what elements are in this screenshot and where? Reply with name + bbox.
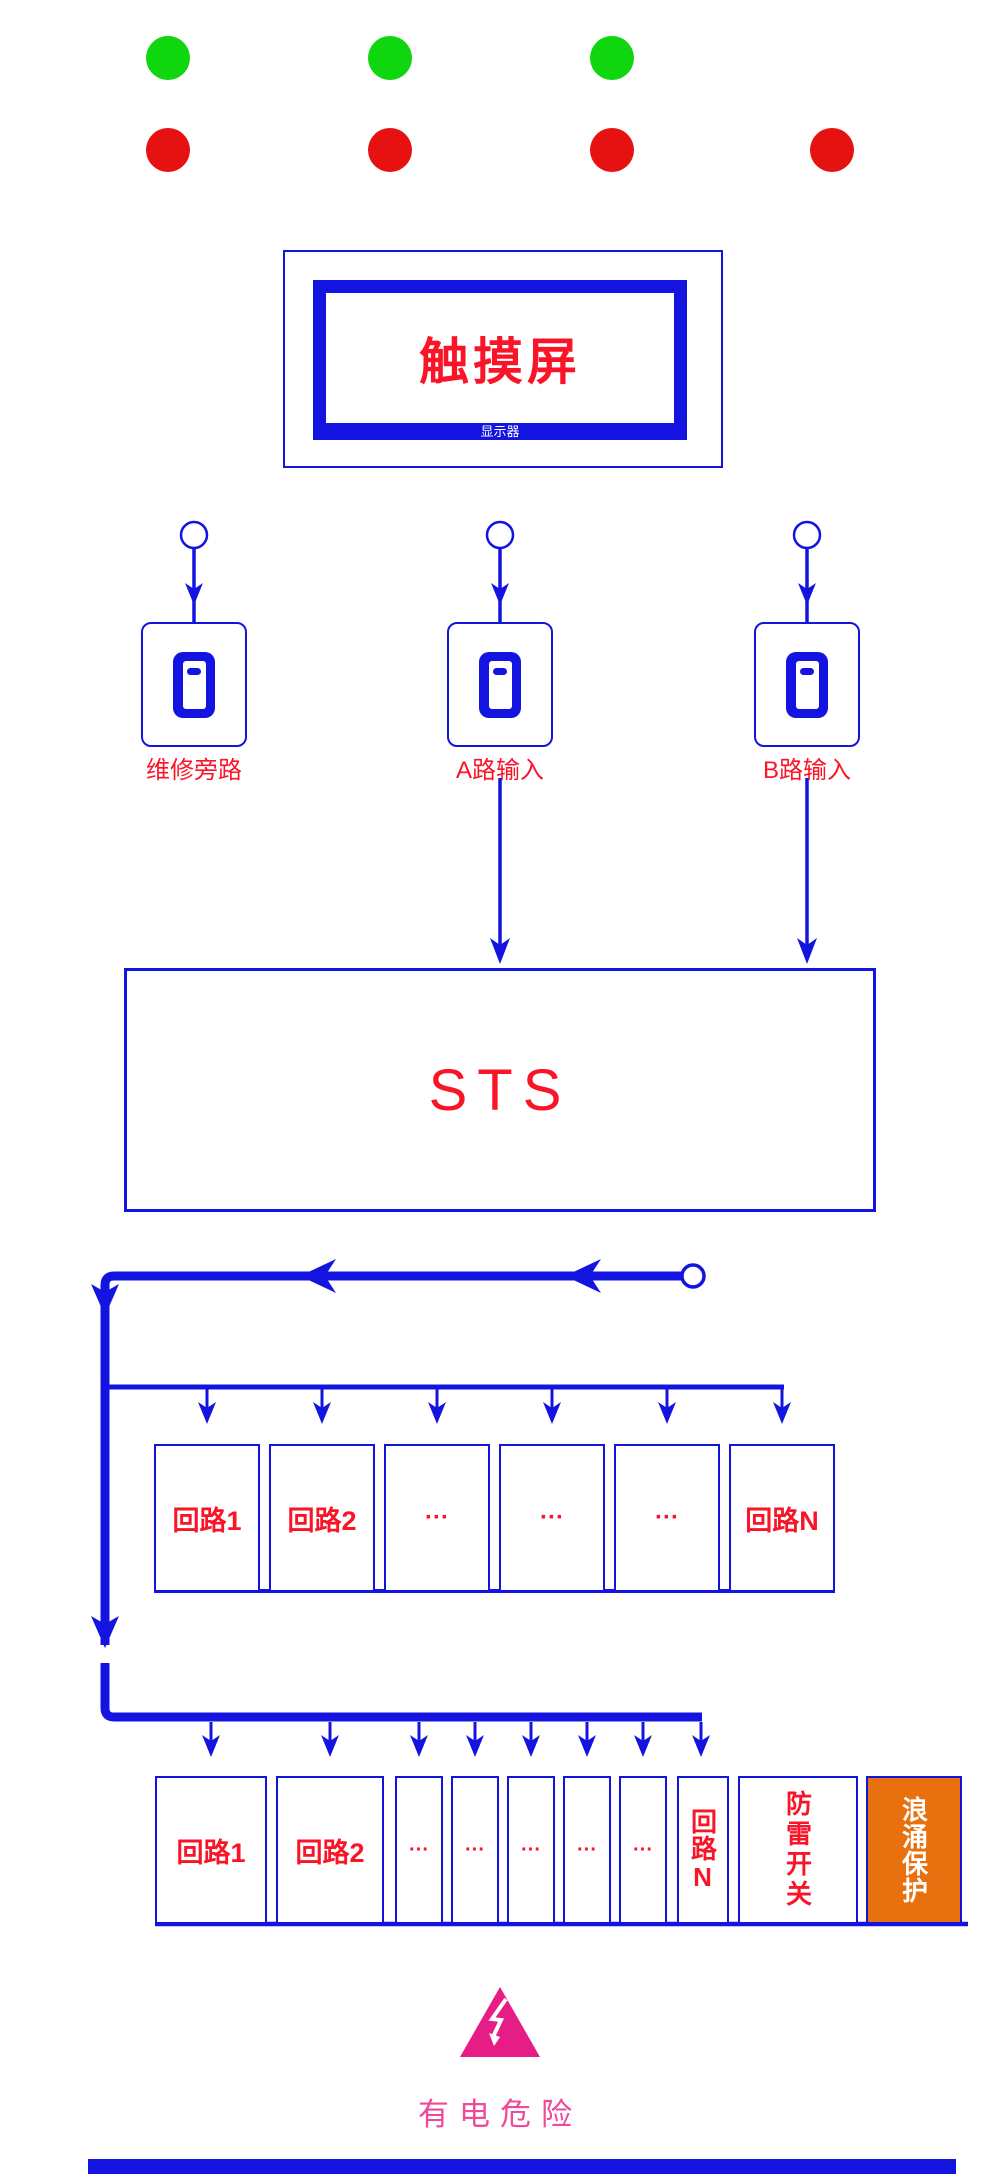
touchscreen-screen: 触摸屏 [326, 293, 674, 423]
circuit-label: 回路2 [295, 1837, 365, 1868]
circuit-label: ··· [521, 1838, 541, 1861]
sts-label: STS [428, 1057, 572, 1123]
row2-circuit-1: 回路1 [155, 1776, 267, 1924]
indicator-light-red-1 [146, 128, 190, 172]
breaker-slot [796, 660, 819, 709]
row1-drop-arrows [198, 1402, 791, 1424]
indicator-light-green-2 [368, 36, 412, 80]
breaker-toggle-icon [493, 667, 507, 675]
row2-circuit-dots: ··· [395, 1776, 443, 1924]
indicator-light-red-2 [368, 128, 412, 172]
label-input-b: B路输入 [762, 757, 851, 784]
circuit-label: 回路N [687, 1807, 718, 1893]
row1-circuit-2: 回路2 [269, 1444, 375, 1592]
breaker-icon [786, 651, 828, 718]
lightning-switch-label: 防雷开关 [782, 1790, 813, 1910]
source-node-icon [485, 520, 515, 550]
row2-drops [209, 1722, 703, 1743]
row1-circuit-1: 回路1 [154, 1444, 260, 1592]
circuit-label: ··· [409, 1838, 429, 1861]
row2-circuit-dots: ··· [563, 1776, 611, 1924]
circuit-label: ··· [425, 1504, 449, 1531]
indicator-light-green-1 [146, 36, 190, 80]
bottom-busbar [88, 2159, 956, 2174]
row2-drop-arrows [202, 1735, 710, 1757]
circuit-label: ··· [540, 1504, 564, 1531]
row1-drops [205, 1389, 784, 1410]
source-node-icon [179, 520, 209, 550]
breaker-toggle-icon [800, 667, 814, 675]
circuit-label: ··· [655, 1504, 679, 1531]
label-input-a: A路输入 [455, 757, 544, 784]
indicator-light-red-4 [810, 128, 854, 172]
breaker-input-b [754, 622, 860, 747]
row1-circuit-dots: ··· [499, 1444, 605, 1592]
breaker-icon [479, 651, 521, 718]
indicator-light-green-3 [590, 36, 634, 80]
circuit-label: 回路1 [176, 1837, 246, 1868]
circuit-label: ··· [465, 1838, 485, 1861]
row2-circuit-n: 回路N [677, 1776, 729, 1924]
circuit-label: ··· [633, 1838, 653, 1861]
lightning-bolt-icon [488, 1997, 508, 2046]
row2-circuit-dots: ··· [451, 1776, 499, 1924]
surge-protector: 浪涌保护 [866, 1776, 962, 1924]
circuit-label: 回路N [745, 1505, 819, 1536]
row1-circuit-dots: ··· [614, 1444, 720, 1592]
feed-node-icon [680, 1263, 706, 1289]
circuit-label: 回路2 [287, 1505, 357, 1536]
breaker-toggle-icon [187, 667, 201, 675]
hazard-warning-text: 有电危险 [418, 2097, 582, 2132]
row2-circuit-dots: ··· [507, 1776, 555, 1924]
source-node-icon [792, 520, 822, 550]
breaker-maintenance-bypass [141, 622, 247, 747]
row2-circuit-2: 回路2 [276, 1776, 384, 1924]
row1-circuit-n: 回路N [729, 1444, 835, 1592]
surge-protector-label: 浪涌保护 [898, 1796, 929, 1904]
lightning-protection-switch: 防雷开关 [738, 1776, 858, 1924]
breaker-input-a [447, 622, 553, 747]
breaker-icon [173, 651, 215, 718]
touchscreen-monitor: 触摸屏 显示器 [313, 280, 687, 440]
touchscreen-cabinet [283, 250, 723, 468]
row1-circuit-dots: ··· [384, 1444, 490, 1592]
touchscreen-title: 触摸屏 [419, 334, 581, 390]
breaker-slot [183, 660, 206, 709]
breaker-slot [489, 660, 512, 709]
sts-unit: STS [124, 968, 876, 1212]
indicator-light-red-3 [590, 128, 634, 172]
row2-circuit-dots: ··· [619, 1776, 667, 1924]
circuit-label: 回路1 [172, 1505, 242, 1536]
circuit-label: ··· [577, 1838, 597, 1861]
label-maintenance-bypass: 维修旁路 [146, 757, 242, 784]
monitor-caption: 显示器 [480, 424, 520, 439]
electric-hazard-icon [460, 1987, 540, 2057]
